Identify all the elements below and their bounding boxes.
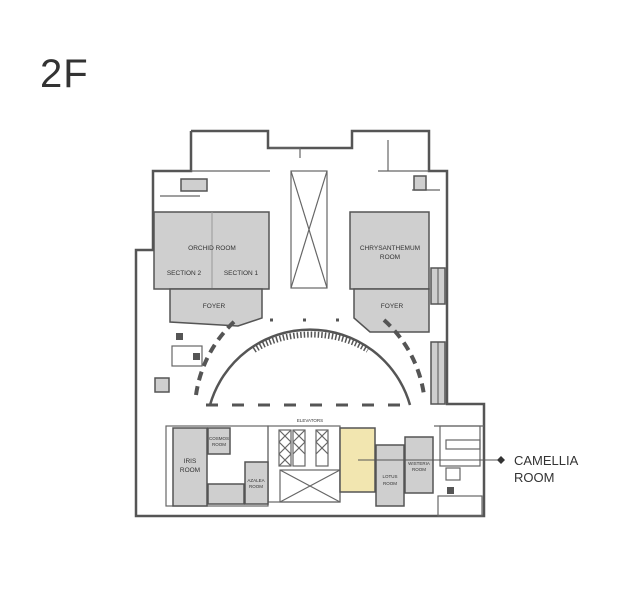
orchid-room[interactable]: ORCHID ROOM SECTION 2 SECTION 1 [153,211,270,290]
callout-leader [358,456,505,464]
chrysanthemum-label-line2: ROOM [380,254,400,261]
cosmos-label-line1: COSMOS [209,436,229,441]
cosmos-room[interactable]: COSMOS ROOM [207,427,231,455]
azalea-room[interactable]: AZALEA ROOM [207,461,269,505]
foyer-right: FOYER [353,288,430,333]
restroom-icon [171,333,454,494]
camellia-callout-line2: ROOM [514,470,555,485]
escalator-icon [430,267,446,405]
cosmos-label-line2: ROOM [212,442,226,447]
camellia-room-callout: CAMELLIA ROOM [514,452,578,486]
foyer-left: FOYER [169,288,263,327]
elevators-label: ELEVATORS [297,418,323,423]
service-boxes [437,439,483,517]
wisteria-label-line1: WISTERIA [408,461,430,466]
wisteria-room[interactable]: WISTERIA ROOM [404,436,434,494]
elevator-icon: ELEVATORS [278,418,341,503]
azalea-label-line2: ROOM [249,484,263,489]
lotus-room[interactable]: LOTUS ROOM [375,444,405,507]
iris-room[interactable]: IRIS ROOM [172,427,208,507]
pointer-diamond-icon [497,456,505,464]
lotus-label-line1: LOTUS [382,474,397,479]
chrysanthemum-room[interactable]: CHRYSANTHEMUM ROOM [349,211,430,290]
lotus-label-line2: ROOM [383,481,397,486]
building-outline [134,129,486,518]
azalea-label-line1: AZALEA [247,478,264,483]
stairs-icon [154,175,427,393]
foyer-right-label: FOYER [381,303,404,310]
wisteria-label-line2: ROOM [412,467,426,472]
camellia-callout-line1: CAMELLIA [514,453,579,468]
orchid-section-2-label: SECTION 2 [167,270,202,277]
upper-core [290,170,328,289]
orchid-room-label: ORCHID ROOM [188,245,236,252]
orchid-section-1-label: SECTION 1 [224,270,259,277]
chrysanthemum-label-line1: CHRYSANTHEMUM [360,245,420,252]
floor-label: 2F [40,52,89,96]
rotunda [194,318,426,407]
iris-label-line1: IRIS [184,458,197,465]
iris-label-line2: ROOM [180,467,200,474]
foyer-left-label: FOYER [203,303,226,310]
